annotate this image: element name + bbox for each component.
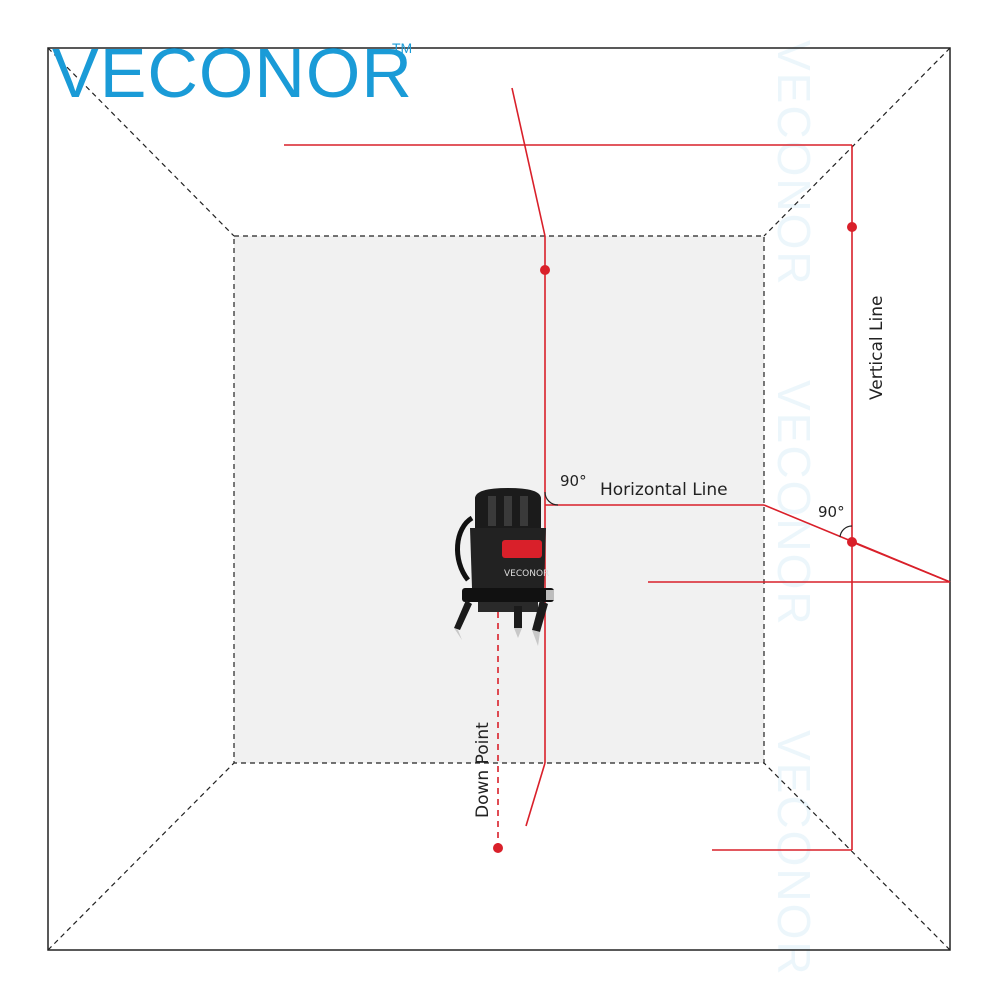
brand-logo: VECONOR xyxy=(52,34,413,112)
laser-level-device: VECONOR xyxy=(454,488,554,646)
device-window-right xyxy=(520,496,528,526)
laser-floor-slant xyxy=(525,762,546,827)
brand-trademark: TM xyxy=(392,40,413,56)
room-outer-frame xyxy=(47,47,951,951)
laser-point-right-wall xyxy=(847,222,857,232)
angle-label-right: 90° xyxy=(818,503,845,521)
laser-right-wall-slant-2 xyxy=(851,541,951,583)
laser-point-down xyxy=(493,843,503,853)
laser-ceiling-slant xyxy=(511,87,546,237)
angle-label-left: 90° xyxy=(560,472,587,490)
edge-bottom-left xyxy=(47,762,235,951)
angle-arc-right xyxy=(839,525,853,538)
device-leg-mid-tip xyxy=(514,628,522,638)
down-point-label: Down Point xyxy=(473,722,493,818)
device-cable xyxy=(454,515,474,582)
svg-text:VECONOR: VECONOR xyxy=(768,380,820,627)
edge-bottom-right xyxy=(763,762,951,951)
device-leg-left-tip xyxy=(454,628,462,640)
device-leg-right-tip xyxy=(532,630,540,646)
edge-top-right xyxy=(763,47,951,237)
device-leg-left xyxy=(454,600,472,630)
laser-lines xyxy=(284,87,951,851)
laser-point-intersection xyxy=(847,537,857,547)
device-window-left xyxy=(488,496,496,526)
device-base-lower xyxy=(478,602,538,612)
back-wall-outline xyxy=(233,235,765,764)
horizontal-line-label: Horizontal Line xyxy=(600,480,728,500)
edge-top-left xyxy=(47,47,235,237)
device-base xyxy=(462,588,554,602)
svg-text:VECONOR: VECONOR xyxy=(768,40,820,287)
svg-text:VECONOR: VECONOR xyxy=(768,730,820,977)
device-label: VECONOR xyxy=(504,569,549,579)
angle-arc-left xyxy=(544,491,559,506)
room-corner-edges xyxy=(47,47,951,951)
vertical-line-label: Vertical Line xyxy=(867,296,887,400)
laser-point-back-wall xyxy=(540,265,550,275)
device-leg-mid xyxy=(514,606,522,628)
device-knob xyxy=(546,590,554,600)
device-leg-right xyxy=(532,600,548,632)
watermark: VECONOR VECONOR VECONOR xyxy=(768,40,820,977)
device-red-panel xyxy=(502,540,542,558)
laser-points xyxy=(493,222,857,853)
device-window-mid xyxy=(504,496,512,526)
